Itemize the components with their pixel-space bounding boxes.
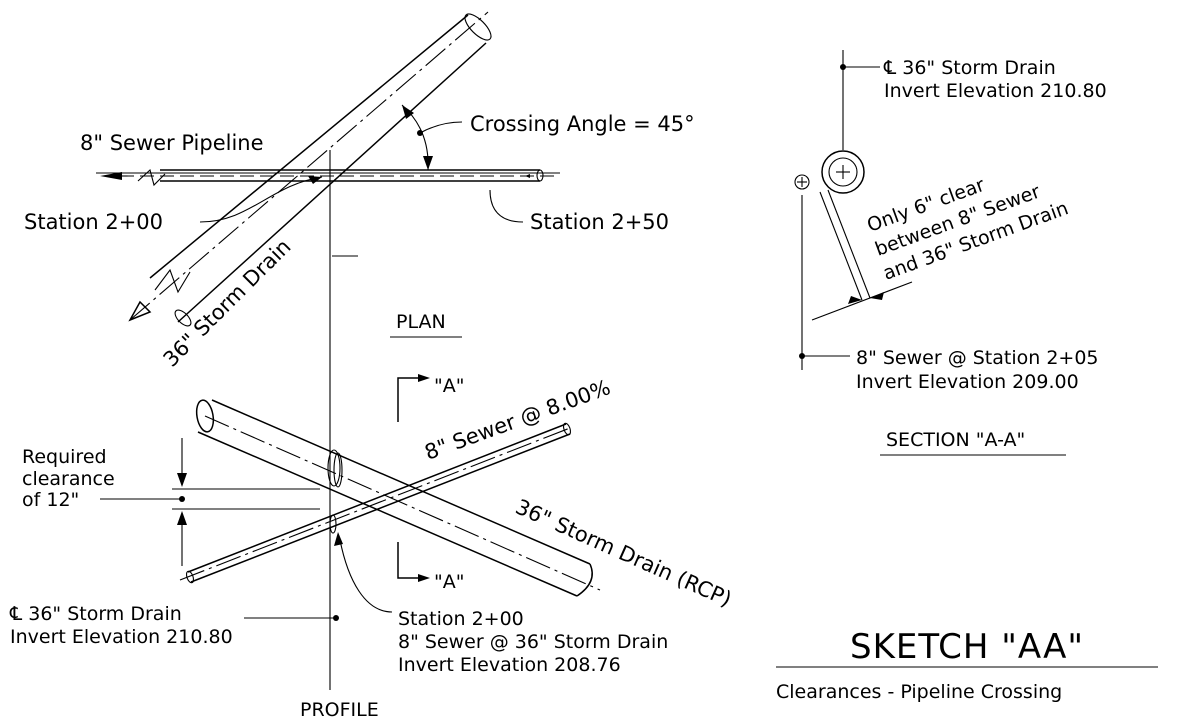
profile-storm-drain-pipe xyxy=(195,399,601,597)
profile-storm-invert-line1: ℄ 36" Storm Drain xyxy=(9,603,182,625)
sketch-subtitle: Clearances - Pipeline Crossing xyxy=(776,681,1062,703)
plan-view-title: PLAN xyxy=(396,311,446,333)
station-right-leader xyxy=(489,189,524,223)
station-right-label: Station 2+50 xyxy=(530,210,669,234)
sketch-title: SKETCH "AA" xyxy=(850,627,1084,667)
clearance-line2: clearance xyxy=(22,468,115,490)
plan-view: 8" Sewer Pipeline Crossing Angle = 45° S… xyxy=(24,11,695,690)
svg-text:"A": "A" xyxy=(434,571,464,593)
profile-storm-label: 36" Storm Drain (RCP) xyxy=(512,495,735,612)
section-storm-pipe xyxy=(821,150,865,194)
station-left-label: Station 2+00 xyxy=(24,210,163,234)
profile-sewer-pipe xyxy=(179,422,572,584)
section-storm-line2: Invert Elevation 210.80 xyxy=(884,80,1107,102)
sketch-title-block: SKETCH "AA" Clearances - Pipeline Crossi… xyxy=(776,627,1158,703)
section-view: ℄ 36" Storm Drain Invert Elevation 210.8… xyxy=(794,50,1107,456)
section-marker-top: "A" xyxy=(397,374,464,422)
crossing-angle-dimension xyxy=(401,104,463,171)
plan-storm-drain-pipe xyxy=(128,11,492,327)
profile-station-line2: 8" Sewer @ 36" Storm Drain xyxy=(398,631,668,653)
clearance-line3: of 12" xyxy=(22,489,79,511)
profile-storm-invert-line2: Invert Elevation 210.80 xyxy=(10,626,233,648)
section-marker-bottom: "A" xyxy=(397,542,464,593)
clearance-dimension xyxy=(100,438,320,566)
section-sewer-line1: 8" Sewer @ Station 2+05 xyxy=(856,347,1099,369)
plan-sewer-label: 8" Sewer Pipeline xyxy=(80,131,264,155)
section-sewer-pipe xyxy=(794,174,810,190)
plan-storm-label: 36" Storm Drain xyxy=(159,235,296,372)
profile-station-line1: Station 2+00 xyxy=(398,608,524,630)
section-sewer-line2: Invert Elevation 209.00 xyxy=(856,371,1079,393)
clearance-line1: Required xyxy=(22,446,107,468)
profile-station-line3: Invert Elevation 208.76 xyxy=(398,654,621,676)
section-storm-line1: ℄ 36" Storm Drain xyxy=(883,57,1056,79)
svg-text:"A": "A" xyxy=(434,375,464,397)
profile-view: "A" "A" xyxy=(9,374,735,721)
plan-sewer-pipe xyxy=(96,168,560,187)
station-left-leader xyxy=(199,176,323,223)
crossing-angle-label: Crossing Angle = 45° xyxy=(470,112,695,136)
section-view-title: SECTION "A-A" xyxy=(886,429,1025,451)
profile-view-title: PROFILE xyxy=(300,699,379,721)
